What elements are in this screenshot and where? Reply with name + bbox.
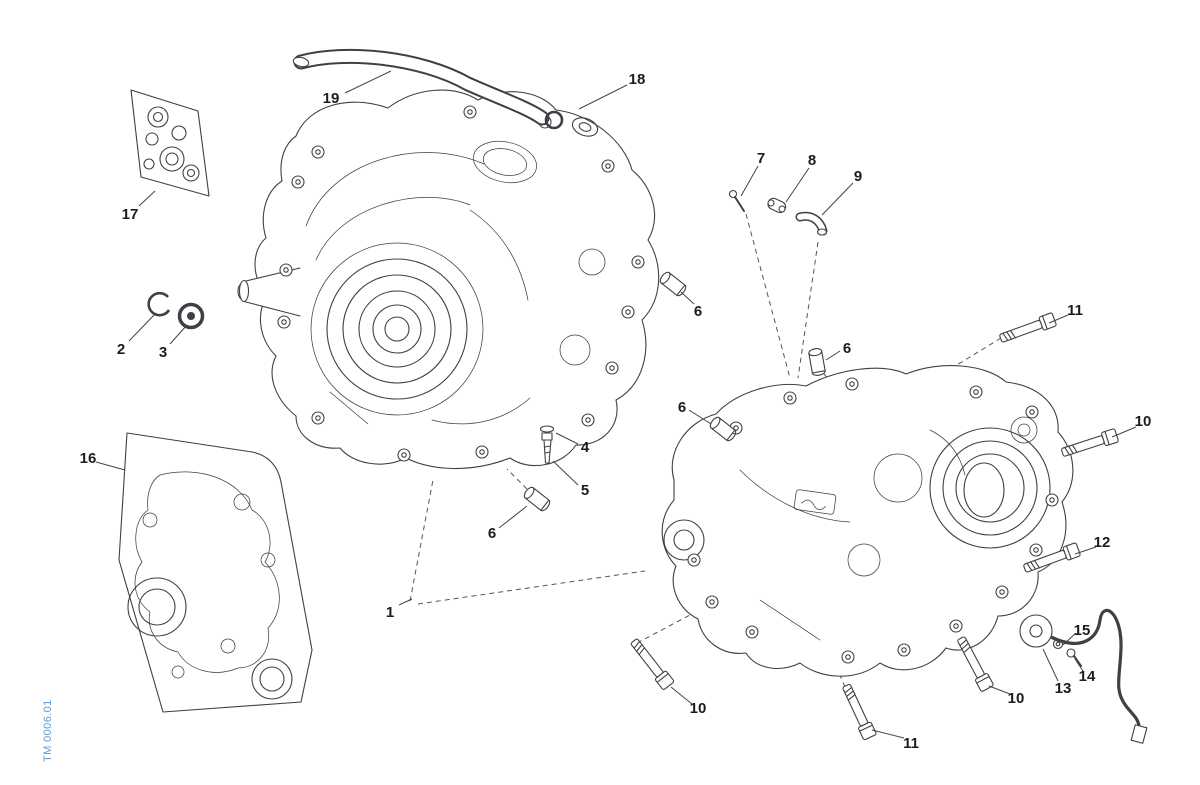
- gasket-profile: [134, 471, 280, 673]
- screw-part-7: [728, 189, 745, 212]
- callout-11-top: 11: [1067, 302, 1083, 319]
- callout-7: 7: [757, 150, 765, 167]
- seal-plate-seals: [143, 106, 200, 182]
- callout-18: 18: [629, 71, 646, 88]
- dowel-6-b: [807, 347, 827, 377]
- crankcase-right-outline: [661, 365, 1074, 677]
- crankcase-left-half: [237, 89, 660, 470]
- brand-logo: [793, 489, 837, 515]
- water-pump-boss: [663, 519, 705, 561]
- callout-labels: 19 18 17 7 8 9 2 3 6 6 11 10 6 4 5 6 16 …: [80, 71, 1152, 752]
- callout-17: 17: [122, 206, 139, 223]
- callout-12: 12: [1094, 534, 1111, 551]
- crankcase-left-ribs: [305, 140, 606, 425]
- bolt-11-top-right: [997, 311, 1058, 346]
- dowel-6-d: [521, 485, 553, 513]
- bearing-part-3: [177, 302, 205, 330]
- callout-8: 8: [808, 152, 816, 169]
- crankshaft-bore-rings: [310, 242, 484, 416]
- main-bearing-bore-rings: [929, 427, 1051, 549]
- clamp-part-8: [767, 197, 787, 214]
- callout-16: 16: [80, 450, 97, 467]
- breather-tube: [292, 48, 550, 126]
- callout-4: 4: [581, 439, 590, 456]
- callout-19: 19: [323, 90, 340, 107]
- callout-2: 2: [117, 341, 125, 358]
- sensor-cable: [1050, 608, 1141, 727]
- crankcase-right-ribs: [739, 416, 1038, 641]
- screw-part-14: [1066, 648, 1082, 667]
- seal-plate-outline: [130, 89, 210, 197]
- center-gasket: [118, 432, 313, 713]
- bolt-11-bottom: [839, 682, 878, 741]
- callout-10-bottom-right: 10: [1008, 690, 1025, 707]
- gasket-seal-rings: [127, 577, 293, 700]
- callout-10-bottom-left: 10: [690, 700, 707, 717]
- callout-10-right: 10: [1135, 413, 1152, 430]
- callout-15: 15: [1074, 622, 1091, 639]
- seal-plate: [130, 89, 210, 197]
- cable-connector: [1130, 724, 1148, 744]
- callout-6-a: 6: [694, 303, 702, 320]
- pickup-sensor-part-13: [1019, 608, 1148, 744]
- callout-6-d: 6: [488, 525, 496, 542]
- callout-leader-lines: [95, 70, 1137, 739]
- bolt-10-bottom-left: [627, 636, 675, 691]
- circlip-part-2: [147, 291, 171, 317]
- tube-open-end: [292, 56, 310, 68]
- callout-11-bottom: 11: [903, 735, 919, 752]
- callout-6-c: 6: [678, 399, 686, 416]
- callout-13: 13: [1055, 680, 1072, 697]
- breather-fitting: [544, 110, 599, 137]
- callout-3: 3: [159, 344, 167, 361]
- crankcase-right-half: [661, 365, 1074, 677]
- gasket-holes: [142, 493, 276, 679]
- callout-6-b: 6: [843, 340, 851, 357]
- elbow-tube-part-9: [795, 211, 828, 236]
- callout-5: 5: [581, 482, 589, 499]
- washer-part-15: [1052, 638, 1064, 650]
- callout-9: 9: [854, 168, 862, 185]
- drawing-code: TM 0006.01: [42, 699, 54, 762]
- callout-1: 1: [386, 604, 394, 621]
- gasket-sheet-outline: [118, 432, 313, 713]
- callout-14: 14: [1079, 668, 1096, 685]
- bolt-10-right: [1059, 427, 1120, 460]
- screw-washer-parts-4-5: [539, 425, 555, 464]
- snout-end: [238, 279, 250, 303]
- o-ring: [544, 110, 564, 130]
- crankcase-right-bolt-holes: [687, 377, 1059, 664]
